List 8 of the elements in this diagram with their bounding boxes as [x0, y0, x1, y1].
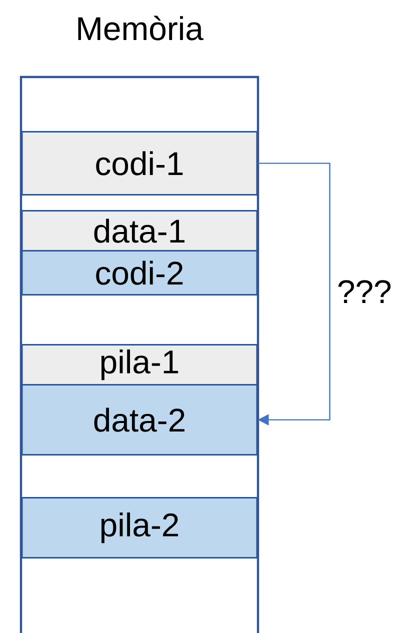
memory-block: codi-2	[21, 250, 258, 296]
memory-block: data-1	[21, 210, 258, 252]
memory-block: codi-1	[21, 131, 258, 196]
memory-block: pila-2	[21, 497, 258, 559]
memory-block: data-2	[21, 384, 258, 456]
arrow	[258, 162, 330, 426]
edge-label: ???	[338, 280, 391, 304]
memory-block: pila-1	[21, 344, 258, 386]
